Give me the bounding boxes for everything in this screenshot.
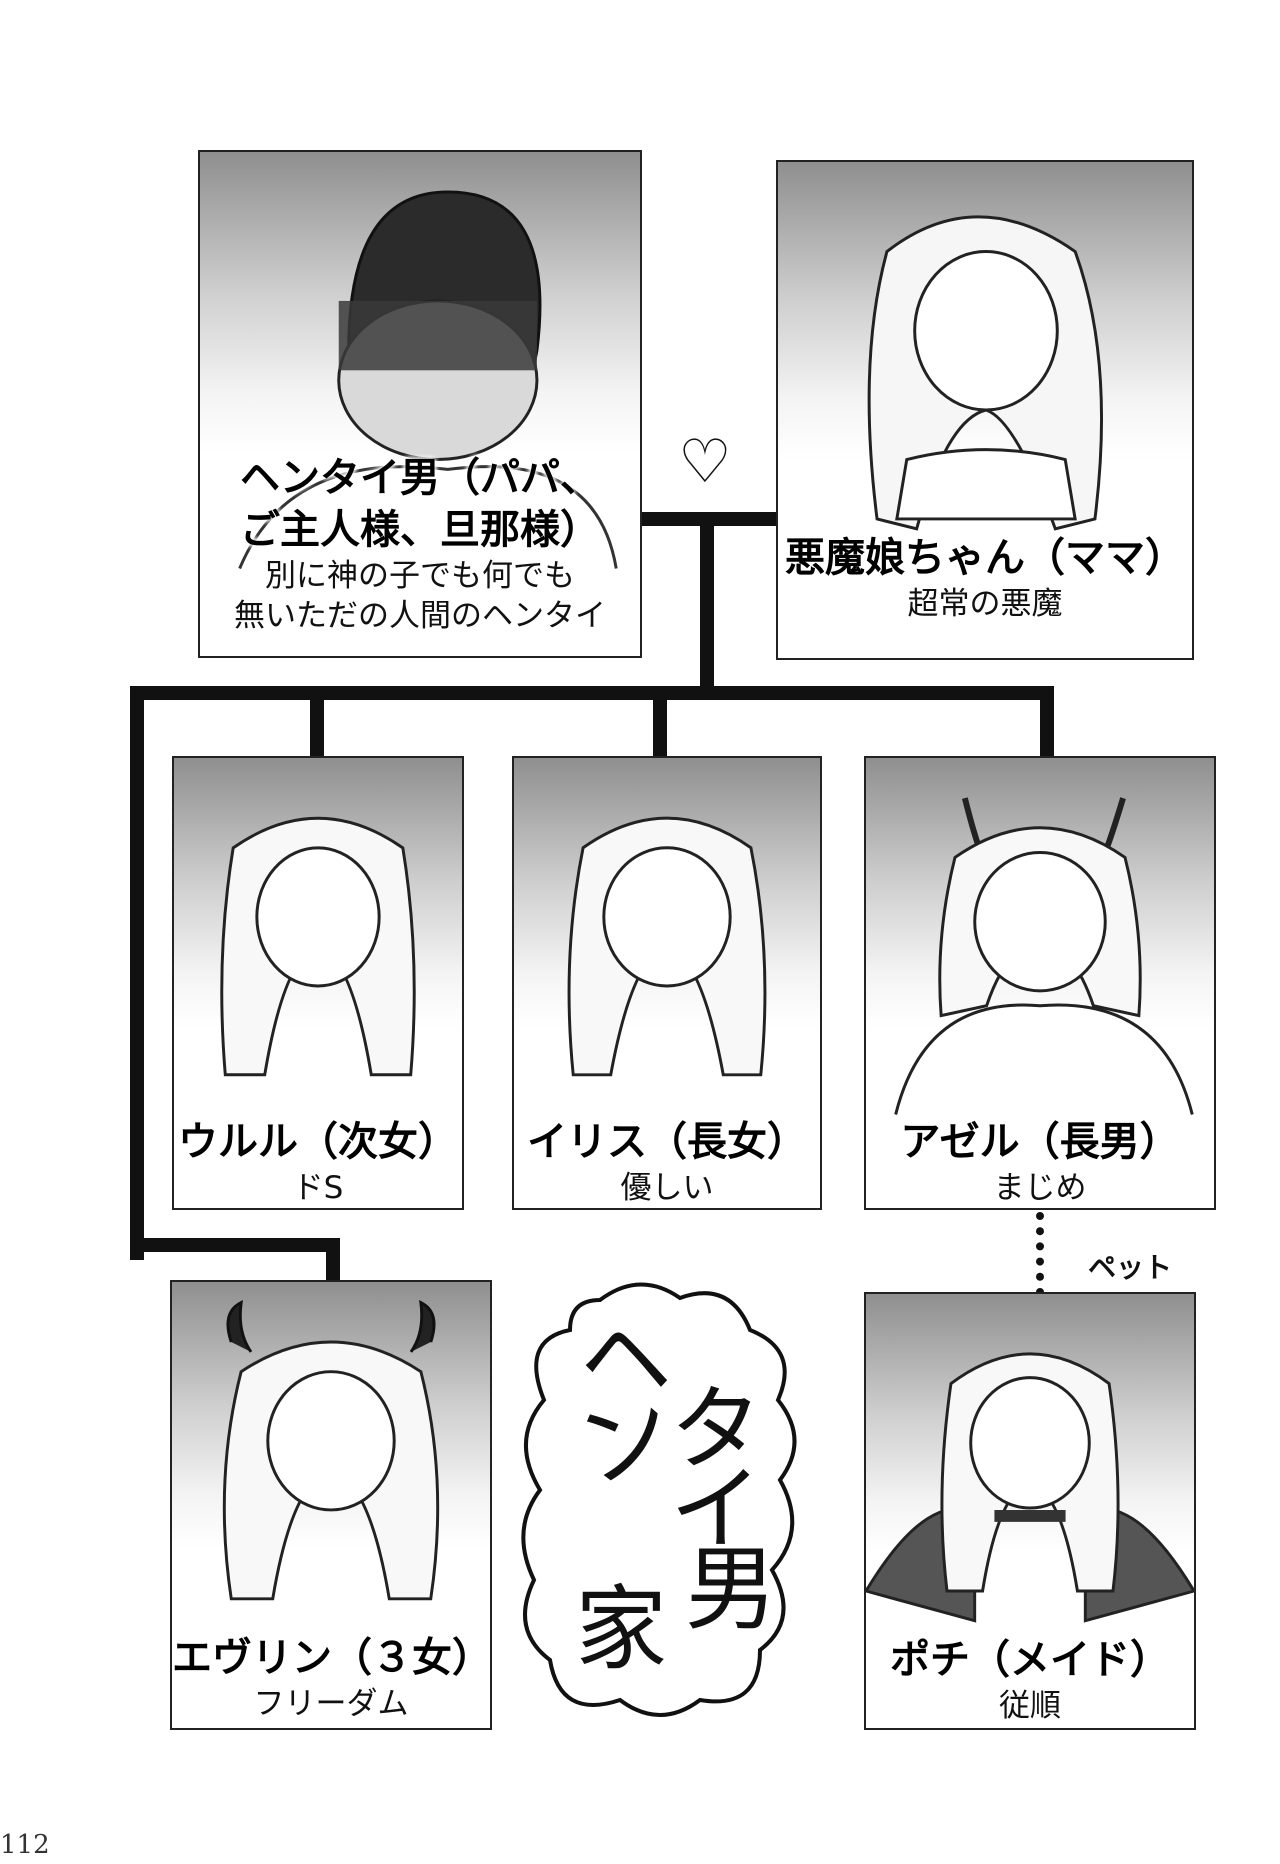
ururu-desc: ドS [292, 1170, 344, 1206]
iris-portrait-drawing [567, 816, 767, 1077]
connector-parents-stem [700, 512, 714, 692]
father-desc-line-1: 別に神の子でも何でも [265, 558, 575, 594]
ururu-portrait-drawing [220, 816, 416, 1077]
connector-azel-drop [1040, 686, 1054, 758]
mother-portrait [778, 162, 1192, 658]
azel-name: アゼル（長男） [900, 1119, 1180, 1165]
pet-label: ペット [1088, 1251, 1173, 1284]
pochi-portrait-drawing [866, 1352, 1194, 1623]
evelyn-name: エヴリン（３女） [172, 1635, 492, 1681]
mother-name: 悪魔娘ちゃん（ママ） [785, 535, 1185, 581]
connector-parents [640, 512, 790, 526]
father-desc-line-2: 無いただの人間のヘンタイ [234, 598, 606, 634]
pochi-portrait [866, 1294, 1194, 1728]
evelyn-desc: フリーダム [253, 1686, 409, 1722]
connector-evelyn-drop [326, 1238, 340, 1284]
connector-ururu-drop [310, 686, 324, 758]
father-portrait [200, 152, 640, 656]
evelyn-portrait [172, 1282, 490, 1728]
card-pochi: ポチ（メイド） 従順 [864, 1292, 1196, 1730]
card-ururu: ウルル（次女） ドS [172, 756, 464, 1210]
connector-children-bar [130, 686, 1054, 700]
azel-portrait [866, 758, 1214, 1208]
father-portrait-drawing [238, 190, 618, 570]
connector-pet-dotted [1036, 1212, 1044, 1296]
ururu-portrait [174, 758, 462, 1208]
ururu-name: ウルル（次女） [178, 1119, 458, 1165]
card-mother: 悪魔娘ちゃん（ママ） 超常の悪魔 [776, 160, 1194, 660]
card-iris: イリス（長女） 優しい [512, 756, 822, 1210]
heart-icon: ♡ [678, 427, 732, 497]
cloud-char-1: ヘ [580, 1306, 673, 1413]
connector-evelyn-horizontal [130, 1238, 340, 1252]
evelyn-portrait-drawing [222, 1299, 440, 1601]
father-name-line-1: ヘンタイ男（パパ、 [240, 455, 600, 501]
cloud-char-3: タ [670, 1376, 763, 1483]
cloud-char-5: 男 [685, 1536, 778, 1643]
pochi-name: ポチ（メイド） [890, 1637, 1170, 1683]
connector-iris-drop [653, 686, 667, 758]
iris-portrait [514, 758, 820, 1208]
title-cloud-outline [521, 1282, 797, 1717]
father-name-line-2: ご主人様、旦那様） [240, 507, 600, 553]
azel-portrait-drawing [894, 797, 1194, 1115]
connector-left-vertical [130, 686, 144, 1260]
iris-name: イリス（長女） [527, 1119, 807, 1165]
cloud-char-6: 家 [575, 1576, 668, 1683]
card-azel: アゼル（長男） まじめ [864, 756, 1216, 1210]
cloud-char-4: イ [670, 1456, 763, 1563]
pochi-desc: 従順 [999, 1688, 1061, 1724]
mother-portrait-drawing [867, 215, 1104, 531]
azel-desc: まじめ [993, 1170, 1087, 1206]
card-evelyn: エヴリン（３女） フリーダム [170, 1280, 492, 1730]
title-cloud: ヘ ン タ イ 男 家 [510, 1270, 810, 1730]
iris-desc: 優しい [620, 1170, 714, 1206]
mother-desc: 超常の悪魔 [907, 586, 1063, 622]
card-father: ヘンタイ男（パパ、 ご主人様、旦那様） 別に神の子でも何でも 無いただの人間のヘ… [198, 150, 642, 658]
page-number: 112 [0, 1830, 50, 1860]
